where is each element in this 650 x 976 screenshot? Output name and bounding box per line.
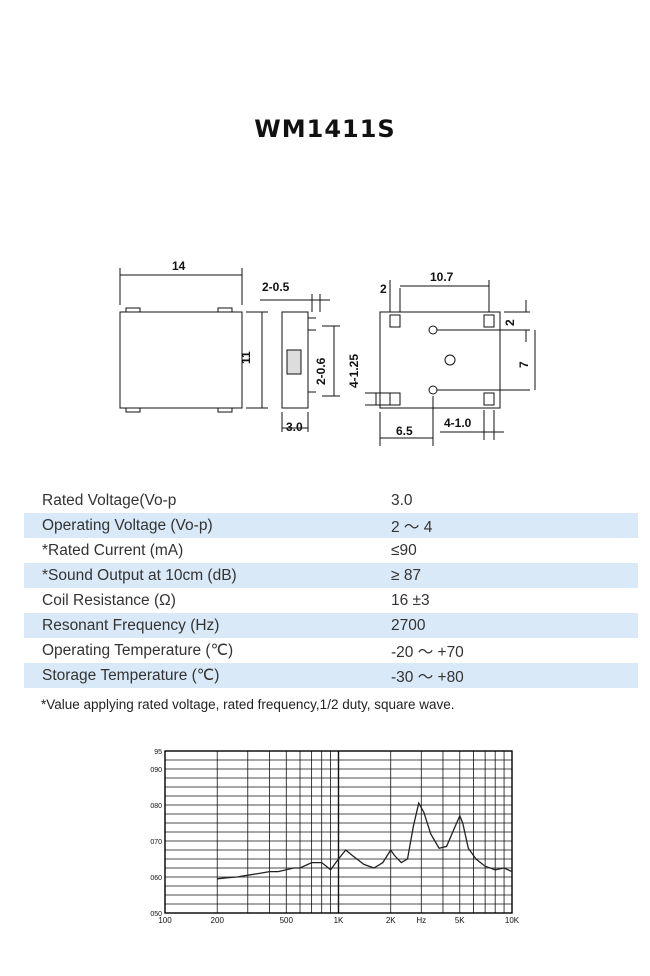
front-pad-br — [217, 407, 233, 413]
dim-pad-width-label: 4-1.0 — [444, 416, 472, 430]
x-tick-label: 5K — [455, 916, 465, 925]
front-pad-tl — [125, 307, 141, 313]
y-tick-label: 090 — [150, 767, 162, 774]
footnote: *Value applying rated voltage, rated fre… — [41, 697, 455, 712]
spec-row: *Sound Output at 10cm (dB)≥ 87 — [24, 563, 638, 588]
bottom-pad-bl — [389, 392, 401, 406]
x-tick-label: 2K — [386, 916, 396, 925]
hole-top — [428, 325, 438, 335]
x-tick-label: 100 — [158, 916, 172, 925]
spec-row: Rated Voltage(Vo-p 3.0 — [24, 488, 638, 513]
side-window — [286, 349, 302, 375]
bottom-pad-tr — [483, 314, 495, 328]
bottom-pad-br — [483, 392, 495, 406]
spec-value: ≥ 87 — [372, 563, 638, 588]
dim-height-label: 11 — [239, 351, 253, 364]
y-tick-label: 080 — [150, 803, 162, 810]
y-tick-label: 050 — [150, 911, 162, 918]
plot-frame — [164, 750, 513, 914]
front-view-outline — [119, 311, 243, 409]
dim-side-spacing-label: 7 — [517, 361, 531, 368]
x-tick-label: Hz — [416, 916, 426, 925]
x-tick-label: 200 — [211, 916, 225, 925]
y-tick-label: 060 — [150, 875, 162, 882]
dim-top-offset-label: 2 — [380, 282, 387, 296]
x-tick-label: 500 — [280, 916, 294, 925]
dim-bottom-spacing-label: 6.5 — [396, 424, 413, 438]
spec-value: -20 ～ +70 — [391, 643, 464, 661]
bottom-pad-tl — [389, 314, 401, 328]
spec-row: *Rated Current (mA) ≤90 — [24, 538, 638, 563]
spec-param: *Sound Output at 10cm (dB) — [24, 563, 372, 588]
spec-value: ≤90 — [391, 541, 417, 559]
spec-row: Operating Temperature (℃) -20 ～ +70 — [24, 638, 638, 663]
x-tick-label: 10K — [505, 916, 520, 925]
spec-param: Operating Voltage (Vo-p) — [24, 513, 372, 538]
dimension-drawing: 14 11 3.0 2-0.5 2-0.6 4-1.25 10.7 2 2 7 … — [119, 259, 536, 446]
spec-param: Coil Resistance (Ω) — [42, 591, 176, 609]
spec-param: *Rated Current (mA) — [42, 541, 184, 559]
front-pad-bl — [125, 407, 141, 413]
hole-center — [444, 354, 456, 366]
spec-value: 2700 — [372, 613, 638, 638]
y-tick-label: 070 — [150, 839, 162, 846]
y-tick-label: 95 — [154, 749, 162, 756]
x-tick-label: 1K — [334, 916, 344, 925]
spec-value: -30 ～ +80 — [372, 663, 638, 688]
dim-side-offset-label: 2 — [503, 319, 517, 326]
spec-value: 3.0 — [391, 491, 413, 509]
spec-row: Resonant Frequency (Hz)2700 — [24, 613, 638, 638]
product-title: WM1411S — [254, 115, 396, 143]
spec-row: Operating Voltage (Vo-p)2 ～ 4 — [24, 513, 638, 538]
front-pad-tr — [217, 307, 233, 313]
dim-lead-a-label: 2-0.5 — [262, 280, 290, 294]
dim-width-label: 14 — [172, 259, 186, 273]
spec-param: Storage Temperature (℃) — [24, 663, 372, 688]
bottom-view-outline — [379, 311, 501, 409]
spec-value: 2 ～ 4 — [372, 513, 638, 538]
spec-row: Coil Resistance (Ω) 16 ±3 — [24, 588, 638, 613]
response-line — [217, 801, 513, 880]
spec-row: Storage Temperature (℃)-30 ～ +80 — [24, 663, 638, 688]
dim-thickness-label: 3.0 — [286, 420, 303, 434]
dim-pad-height-label: 4-1.25 — [347, 354, 361, 388]
dim-lead-b-label: 2-0.6 — [314, 357, 328, 385]
frequency-response-chart: 100 200 500 1K 2K Hz 5K 10K 050 060 070 080 090 95 — [150, 749, 520, 925]
spec-param: Operating Temperature (℃) — [42, 642, 234, 659]
spec-param: Rated Voltage(Vo-p — [42, 491, 177, 509]
hole-bottom — [428, 385, 438, 395]
spec-value: 16 ±3 — [391, 591, 430, 609]
spec-param: Resonant Frequency (Hz) — [24, 613, 372, 638]
dim-top-spacing-label: 10.7 — [430, 270, 454, 284]
side-view-outline — [281, 311, 309, 409]
